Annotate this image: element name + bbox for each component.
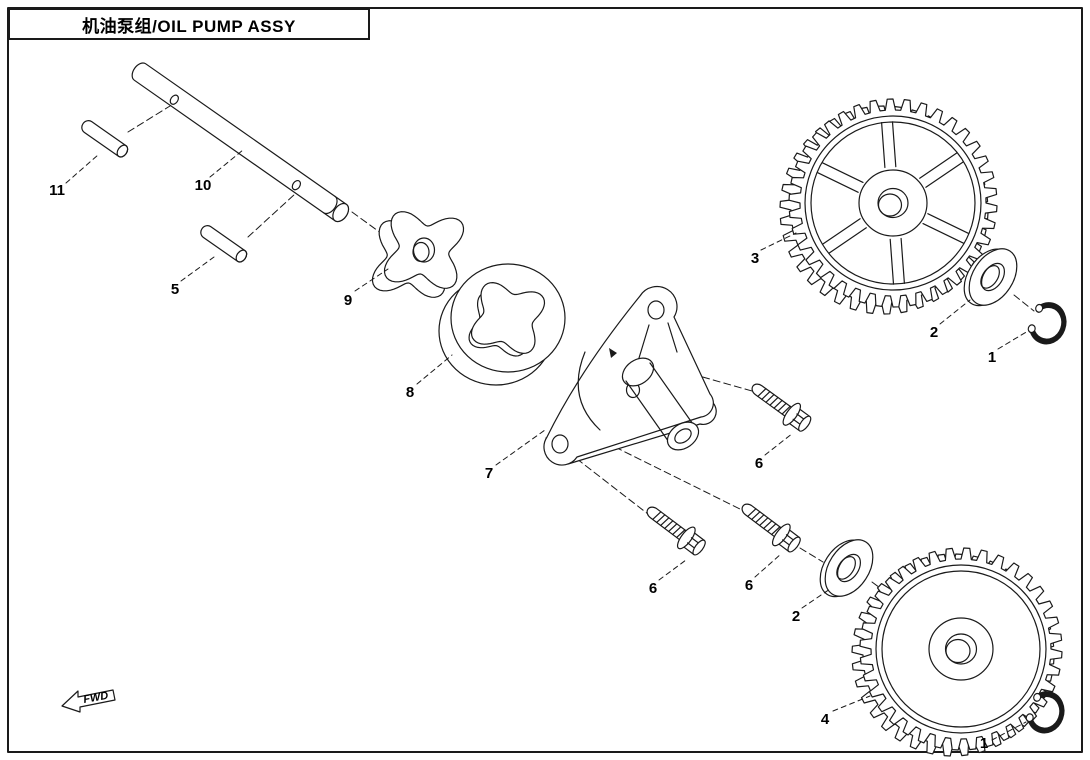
fwd-label: FWD [82, 690, 109, 706]
callout-6-upper: 6 [755, 455, 763, 472]
flange-bolt-6-lower-mid [734, 495, 806, 558]
callout-2-upper: 2 [930, 324, 938, 341]
title-box: 机油泵组/OIL PUMP ASSY [8, 8, 370, 40]
callout-10: 10 [195, 177, 212, 194]
circlip-1-upper [1026, 301, 1068, 345]
page-border [7, 7, 1083, 753]
pump-shaft-10 [131, 62, 350, 223]
callout-1-upper: 1 [988, 349, 996, 366]
flange-bolt-6-lower-left [639, 498, 711, 561]
fwd-marker: FWD [61, 689, 116, 713]
callout-6-lower-left: 6 [649, 580, 657, 597]
dowel-mark [609, 348, 617, 358]
driven-gear-4 [851, 547, 1063, 757]
outer-rotor-8 [438, 263, 566, 386]
callout-3: 3 [751, 250, 759, 267]
callout-1-lower: 1 [980, 735, 988, 752]
callout-5: 5 [171, 281, 179, 298]
drive-gear-3 [779, 98, 998, 315]
callout-7: 7 [485, 465, 493, 482]
fwd-arrow-icon [61, 689, 116, 713]
callout-4: 4 [821, 711, 830, 728]
callout-8: 8 [406, 384, 414, 401]
pump-body-7 [543, 286, 717, 466]
callout-6-lower-mid: 6 [745, 577, 753, 594]
flange-bolt-6-upper [744, 374, 817, 438]
washer-2-lower [809, 528, 884, 609]
callout-9: 9 [344, 292, 352, 309]
page-title: 机油泵组/OIL PUMP ASSY [82, 16, 296, 36]
callout-2-lower: 2 [792, 608, 800, 625]
dowel-pin-11 [78, 117, 131, 160]
dowel-pin-5 [197, 222, 250, 265]
leader-lines [65, 149, 1029, 741]
inner-rotor-9 [371, 211, 465, 298]
callout-11: 11 [49, 182, 65, 199]
